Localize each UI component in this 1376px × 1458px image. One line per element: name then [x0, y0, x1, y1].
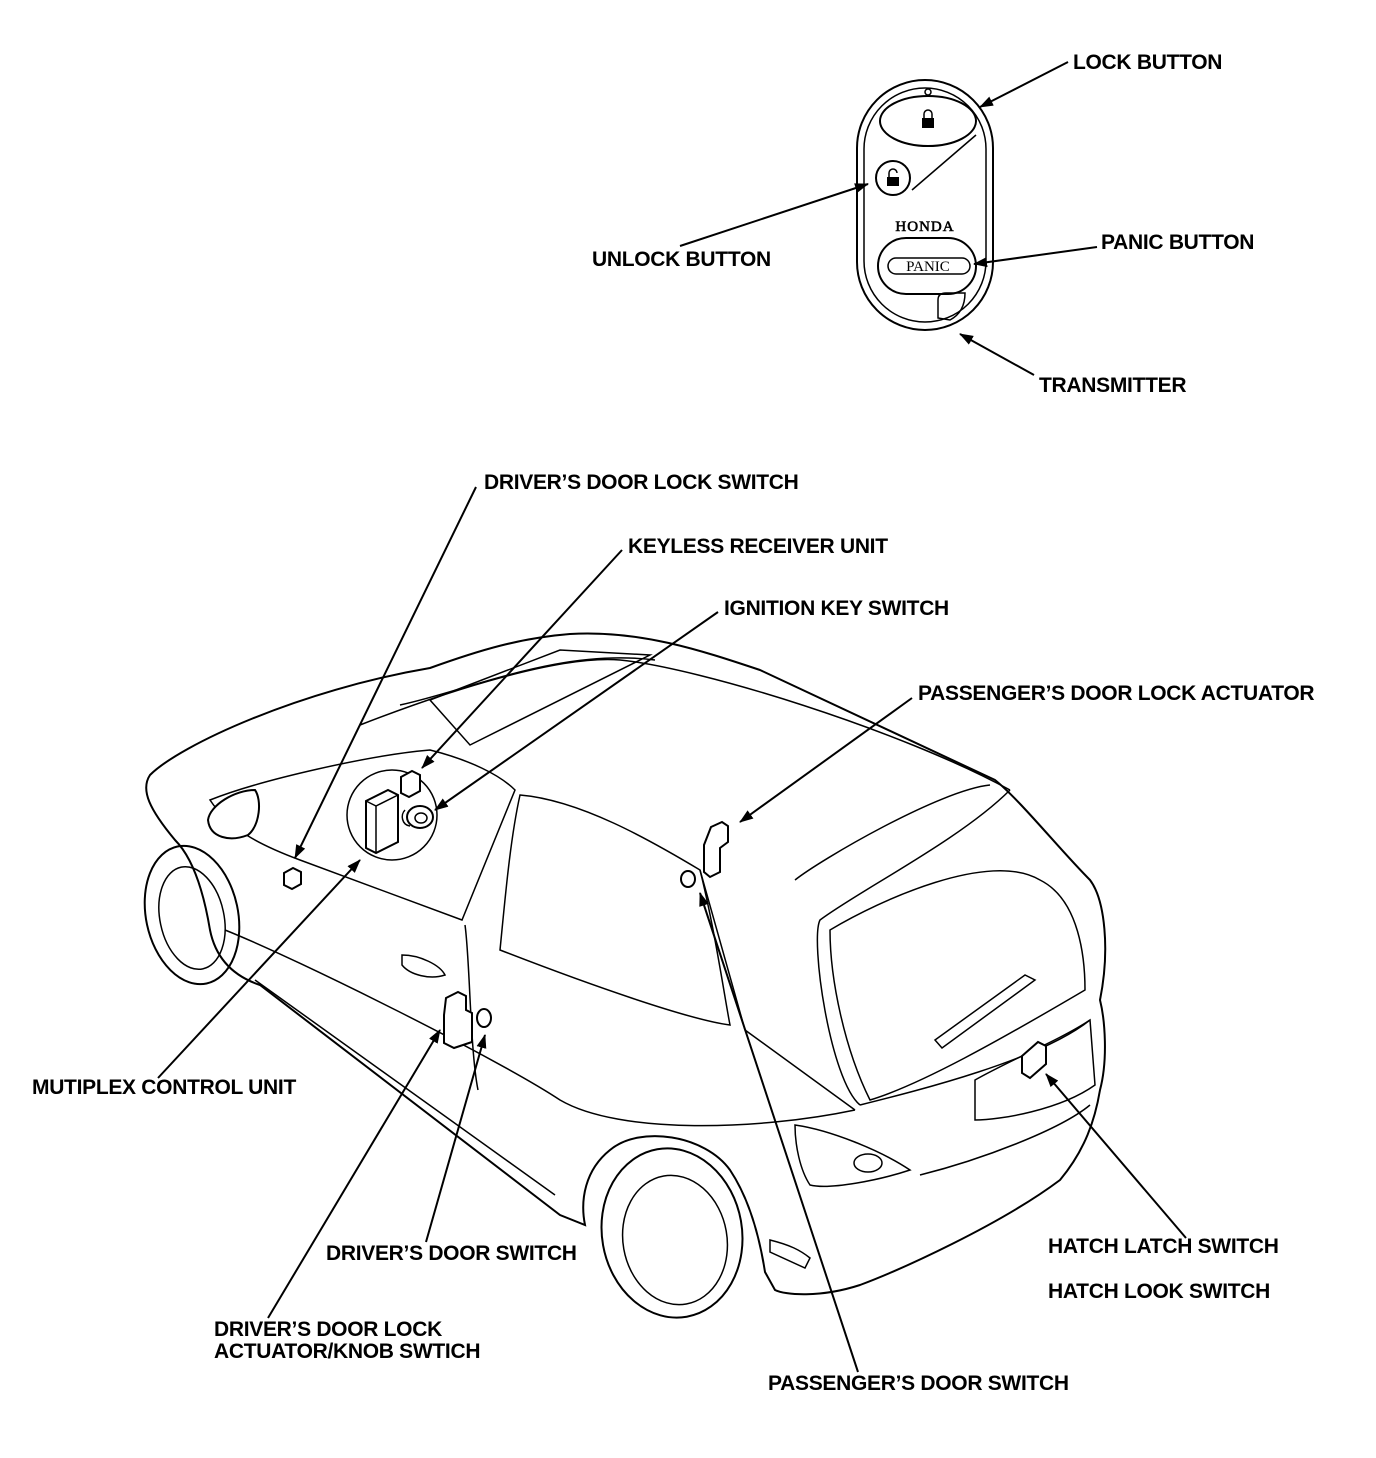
label-ignition-key-switch: IGNITION KEY SWITCH	[724, 597, 949, 620]
label-lock-button: LOCK BUTTON	[1073, 51, 1223, 74]
leader-passengers-door-lock-actuator	[739, 697, 913, 823]
label-unlock-button: UNLOCK BUTTON	[592, 248, 771, 271]
label-panic-button: PANIC BUTTON	[1101, 231, 1255, 254]
label-drivers-door-lock-switch: DRIVER’S DOOR LOCK SWITCH	[484, 471, 799, 494]
leader-ignition-key-switch	[434, 611, 719, 811]
leader-drivers-door-lock-actuator	[267, 1029, 441, 1319]
label-passengers-door-switch: PASSENGER’S DOOR SWITCH	[768, 1372, 1069, 1395]
label-hatch-latch-switch: HATCH LATCH SWITCH	[1048, 1235, 1279, 1258]
leader-keyless-receiver-unit	[421, 549, 623, 769]
drivers-door-switch-shape	[476, 1008, 492, 1028]
unlock-button-shape	[875, 160, 911, 196]
label-multiplex-control-unit: MUTIPLEX CONTROL UNIT	[32, 1076, 296, 1099]
leader-unlock-button	[679, 183, 869, 247]
leader-drivers-door-lock-switch	[294, 486, 477, 859]
leader-hatch-latch-switch	[1045, 1073, 1187, 1239]
passengers-door-switch-shape	[680, 870, 696, 888]
label-hatch-look-switch: HATCH LOOK SWITCH	[1048, 1280, 1270, 1303]
label-drivers-door-lock-actuator-line1: DRIVER’S DOOR LOCK	[214, 1318, 442, 1341]
multiplex-control-unit-shape	[365, 788, 399, 855]
leader-drivers-door-switch	[425, 1034, 487, 1243]
label-drivers-door-lock-actuator: DRIVER’S DOOR LOCK ACTUATOR/KNOB SWTICH	[214, 1318, 481, 1363]
ignition-key-switch-shape	[401, 805, 434, 829]
label-transmitter: TRANSMITTER	[1039, 374, 1187, 397]
label-passengers-door-lock-actuator: PASSENGER’S DOOR LOCK ACTUATOR	[918, 682, 1315, 705]
leader-lock-button	[979, 61, 1069, 108]
label-drivers-door-switch: DRIVER’S DOOR SWITCH	[326, 1242, 577, 1265]
hatch-latch-switch-shape	[1021, 1040, 1047, 1080]
dashboard-detail-circle	[346, 769, 438, 861]
drivers-door-lock-switch-shape	[283, 866, 302, 891]
leader-transmitter	[959, 333, 1035, 376]
keyless-receiver-unit-shape	[400, 769, 421, 799]
car-outline	[143, 632, 1107, 1319]
transmitter-fob: HONDA PANIC	[856, 79, 994, 331]
leader-passengers-door-switch	[699, 892, 859, 1373]
fob-brand-text: HONDA	[895, 219, 954, 235]
panic-button-shape: PANIC	[877, 237, 977, 295]
drivers-door-lock-actuator-shape	[443, 990, 473, 1050]
label-keyless-receiver-unit: KEYLESS RECEIVER UNIT	[628, 535, 888, 558]
label-drivers-door-lock-actuator-line2: ACTUATOR/KNOB SWTICH	[214, 1340, 481, 1363]
leader-panic-button	[973, 246, 1098, 268]
lock-button-shape	[879, 95, 977, 147]
panic-button-text: PANIC	[906, 259, 950, 275]
leader-multiplex-control-unit	[157, 859, 361, 1079]
passengers-door-lock-actuator-shape	[703, 820, 729, 879]
